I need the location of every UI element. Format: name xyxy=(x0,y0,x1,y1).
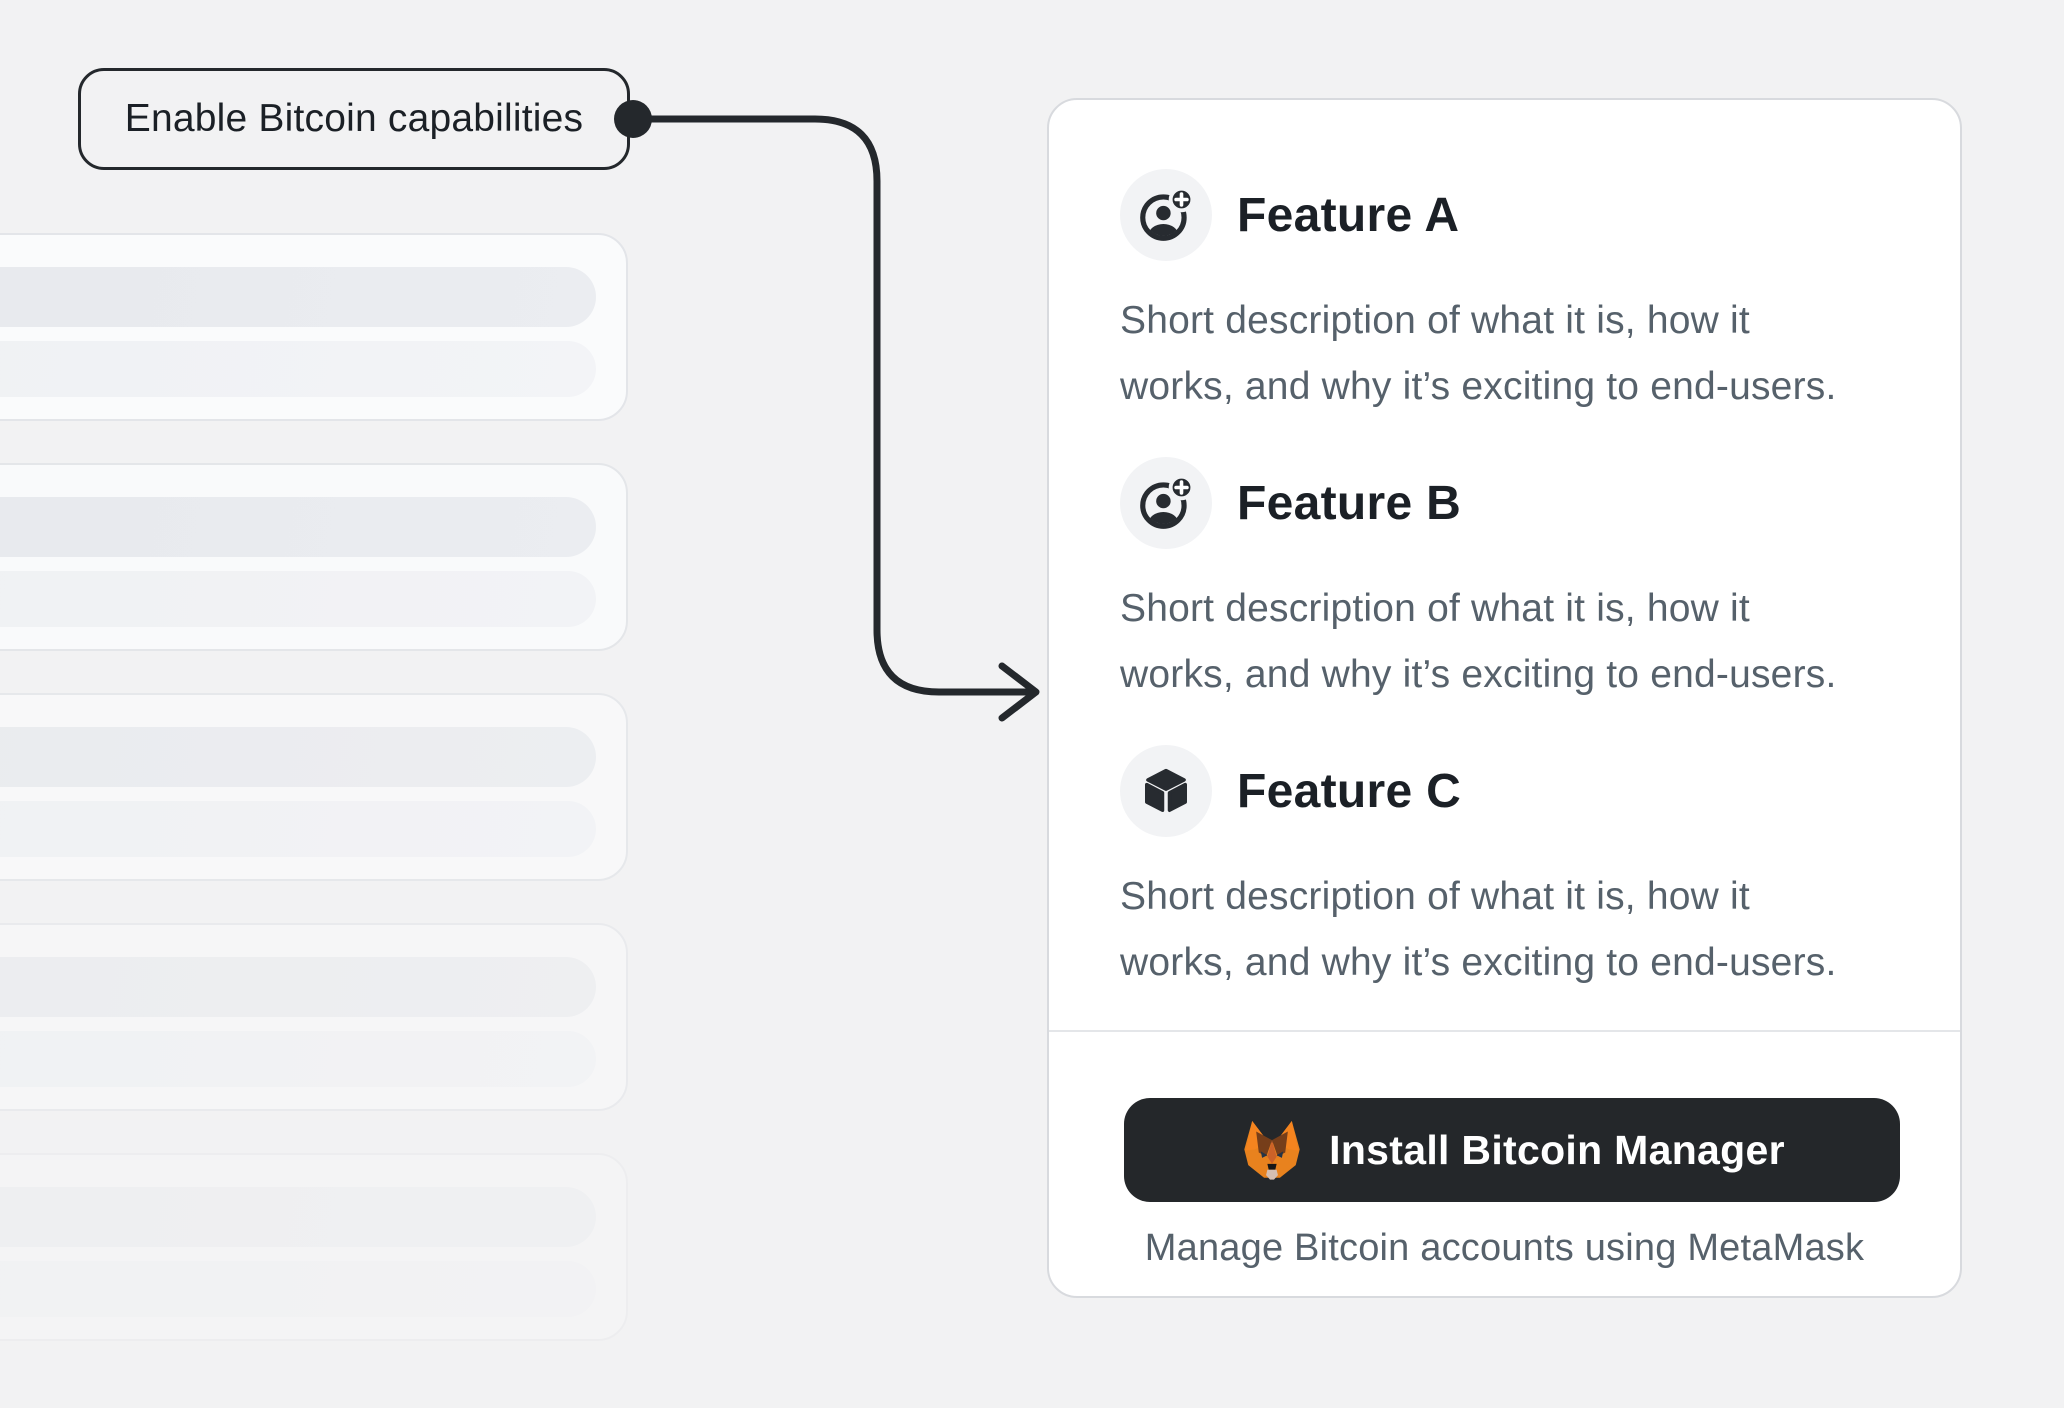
feature-icon-circle xyxy=(1120,169,1212,261)
feature-header: Feature B xyxy=(1120,457,1889,549)
skeleton-card-1 xyxy=(0,233,628,421)
account-plus-icon xyxy=(1140,186,1195,241)
feature-description-line: works, and why it’s exciting to end-user… xyxy=(1120,941,1837,984)
feature-description: Short description of what it is, how it w… xyxy=(1120,864,1889,996)
annotation-label: Enable Bitcoin capabilities xyxy=(78,68,630,170)
skeleton-pill xyxy=(0,1261,596,1317)
feature-title: Feature A xyxy=(1237,188,1460,242)
skeleton-card-5 xyxy=(0,1153,628,1341)
feature-row-3: Feature C Short description of what it i… xyxy=(1120,745,1889,996)
feature-description-line: Short description of what it is, how it xyxy=(1120,587,1750,630)
install-caption: Manage Bitcoin accounts using MetaMask xyxy=(1144,1227,1865,1269)
skeleton-card-3 xyxy=(0,693,628,881)
install-bitcoin-manager-button[interactable]: Install Bitcoin Manager xyxy=(1124,1098,1900,1202)
skeleton-pill xyxy=(0,727,596,787)
cube-icon xyxy=(1145,768,1187,812)
feature-description-line: Short description of what it is, how it xyxy=(1120,299,1750,342)
feature-description-line: works, and why it’s exciting to end-user… xyxy=(1120,365,1837,408)
feature-title: Feature C xyxy=(1237,764,1462,818)
feature-row-1: Feature A Short description of what it i… xyxy=(1120,169,1889,420)
skeleton-pill xyxy=(0,1031,596,1087)
feature-header: Feature A xyxy=(1120,169,1889,261)
account-plus-icon xyxy=(1140,474,1195,529)
skeleton-card-4 xyxy=(0,923,628,1111)
skeleton-pill xyxy=(0,801,596,857)
feature-icon-circle xyxy=(1120,457,1212,549)
skeleton-card-2 xyxy=(0,463,628,651)
skeleton-pill xyxy=(0,267,596,327)
feature-description: Short description of what it is, how it w… xyxy=(1120,576,1889,708)
feature-description-line: works, and why it’s exciting to end-user… xyxy=(1120,653,1837,696)
skeleton-pill xyxy=(0,497,596,557)
install-button-label: Install Bitcoin Manager xyxy=(1329,1126,1785,1173)
panel-divider xyxy=(1049,1030,1960,1032)
feature-description-line: Short description of what it is, how it xyxy=(1120,875,1750,918)
metamask-fox-icon xyxy=(1244,1120,1300,1180)
skeleton-pill xyxy=(0,1187,596,1247)
feature-header: Feature C xyxy=(1120,745,1889,837)
skeleton-pill xyxy=(0,341,596,397)
feature-title: Feature B xyxy=(1237,476,1462,530)
feature-list: Feature A Short description of what it i… xyxy=(1120,169,1889,1033)
feature-icon-circle xyxy=(1120,745,1212,837)
annotation-label-text: Enable Bitcoin capabilities xyxy=(124,97,584,140)
feature-panel: Feature A Short description of what it i… xyxy=(1047,98,1962,1298)
feature-row-2: Feature B Short description of what it i… xyxy=(1120,457,1889,708)
skeleton-pill xyxy=(0,957,596,1017)
feature-description: Short description of what it is, how it w… xyxy=(1120,288,1889,420)
skeleton-pill xyxy=(0,571,596,627)
